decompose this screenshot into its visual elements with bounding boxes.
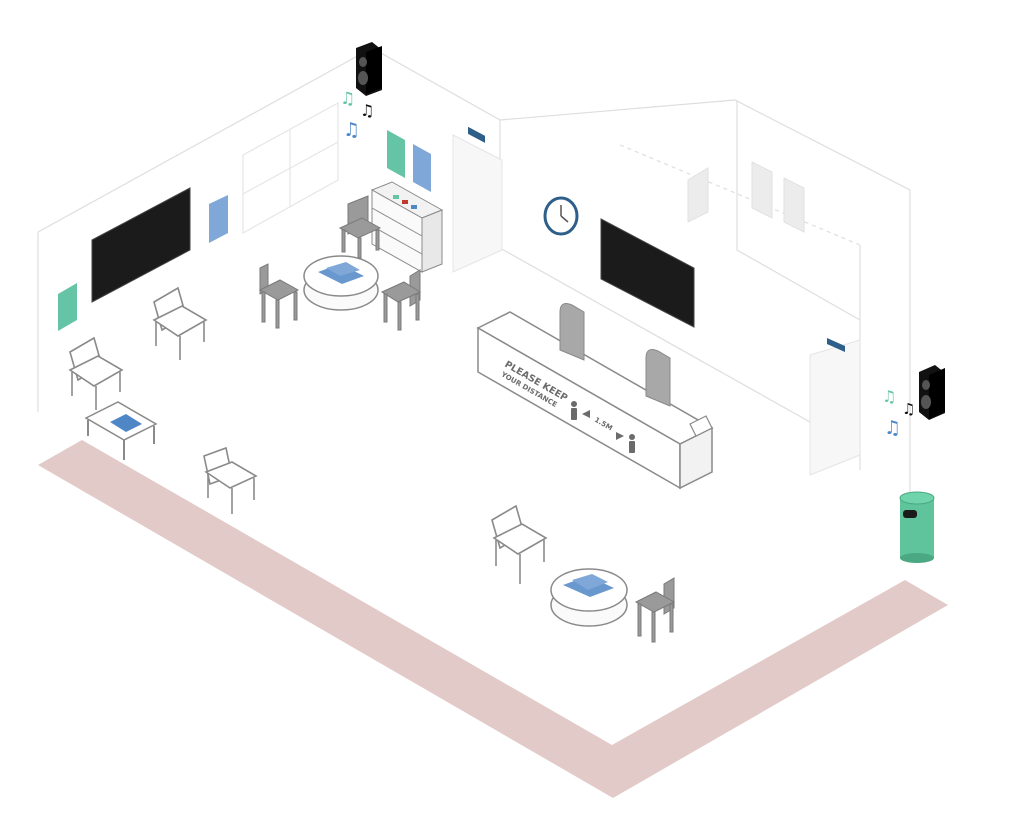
reception-desk — [476, 311, 714, 490]
double-arrow-icon — [582, 410, 624, 440]
person-icon — [629, 434, 635, 453]
coffee-table-left — [84, 401, 158, 460]
bookshelf — [370, 181, 444, 273]
svg-text:♫: ♫ — [343, 119, 360, 141]
svg-text:♫: ♫ — [360, 101, 374, 120]
clock-icon — [543, 196, 579, 236]
person-icon — [571, 401, 577, 420]
svg-text:♫: ♫ — [902, 400, 915, 418]
poster-green-top — [387, 130, 405, 178]
door-right-sign — [827, 338, 845, 352]
round-table-bottom — [550, 568, 628, 627]
music-note-icon: ♫ ♫ ♫ — [340, 89, 374, 141]
wall-panels — [687, 161, 805, 233]
speaker-icon — [919, 365, 945, 420]
poster-blue-left — [209, 195, 228, 243]
armchair — [203, 446, 258, 514]
chair — [634, 577, 676, 643]
door-right — [809, 339, 861, 476]
floor-walkway — [38, 440, 948, 798]
door-back — [452, 134, 503, 273]
round-table-top — [303, 255, 379, 311]
tv-screen-right — [600, 218, 695, 328]
tv-screen-left — [91, 187, 191, 303]
armchair — [68, 336, 124, 410]
chair — [258, 263, 300, 329]
armchair — [152, 286, 208, 360]
svg-text:♫: ♫ — [882, 387, 896, 406]
desk-screen — [559, 303, 671, 407]
chair — [380, 269, 422, 331]
poster-blue-top — [413, 144, 431, 192]
svg-text:♫: ♫ — [884, 417, 901, 439]
chair — [338, 195, 382, 259]
music-note-icon: ♫ ♫ ♫ — [882, 387, 915, 439]
door-sign-plate — [468, 127, 485, 142]
poster-green-left — [58, 283, 77, 331]
armchair — [491, 504, 548, 584]
wall-window — [242, 101, 339, 235]
svg-text:♫: ♫ — [340, 89, 355, 109]
speaker-icon — [356, 42, 382, 96]
trash-bin — [899, 491, 935, 563]
